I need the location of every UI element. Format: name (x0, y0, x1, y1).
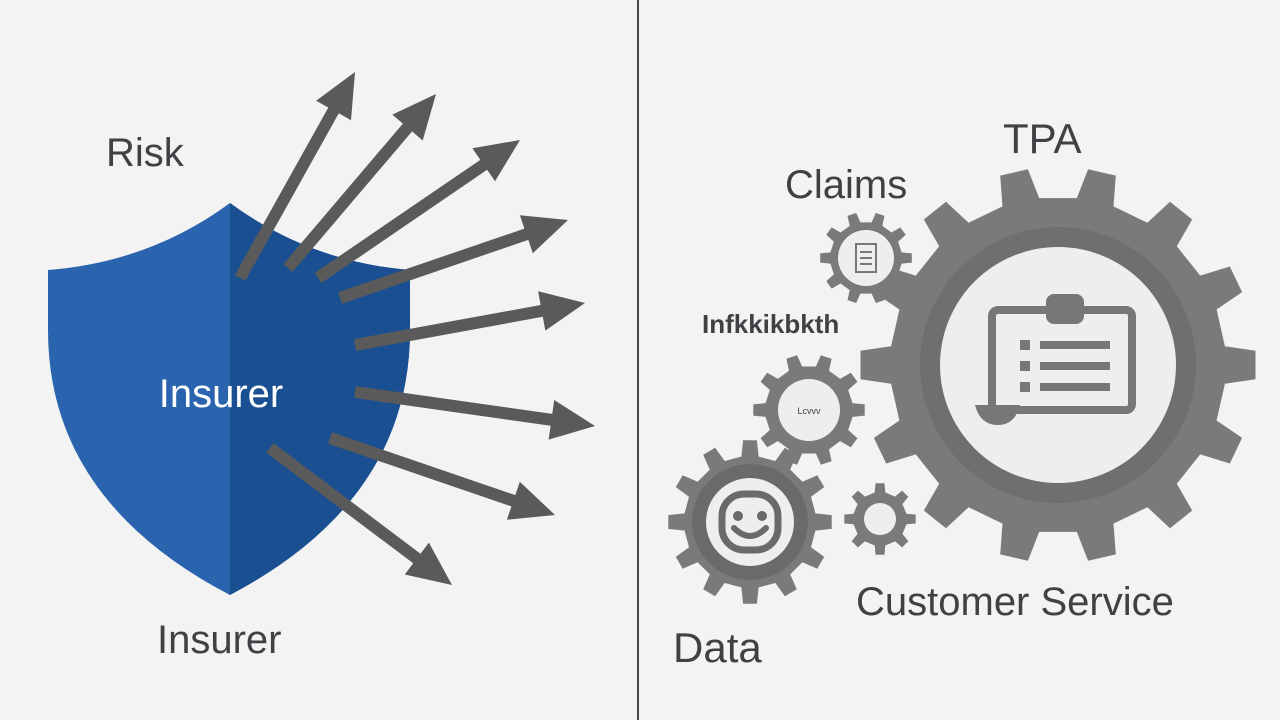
arrow-icon-4 (338, 215, 568, 304)
claims-gear (820, 213, 912, 303)
bottom-insurer-label: Insurer (157, 618, 282, 662)
shield-icon (48, 203, 410, 595)
tpa-label: TPA (1003, 115, 1082, 162)
arrow-icon-1 (234, 72, 355, 281)
main-gear (860, 169, 1256, 561)
arrow-icon-5 (353, 291, 585, 351)
document-icon (855, 243, 877, 273)
arrow-group (234, 72, 595, 585)
arrow-icon-8 (266, 443, 452, 585)
arrow-icon-2 (283, 94, 436, 272)
middle-gear: Lcvvv (753, 355, 865, 465)
tiny-gear (844, 483, 916, 555)
right-panel: TPA Claims Infkkikbkth (668, 115, 1256, 671)
arrow-icon-3 (314, 140, 520, 283)
risk-label: Risk (106, 131, 185, 175)
data-gear (668, 440, 832, 604)
claims-label: Claims (785, 163, 907, 207)
small-gear-text: Lcvvv (797, 406, 821, 416)
arrow-icon-6 (354, 386, 595, 440)
arrow-icon-7 (328, 432, 555, 520)
shield-label: Insurer (159, 372, 284, 416)
smiley-face-icon (718, 490, 782, 554)
customer-service-label: Customer Service (856, 580, 1174, 624)
left-panel: Risk Insurer Insurer (48, 72, 595, 662)
info-label: Infkkikbkth (702, 309, 839, 339)
clipboard-checklist-icon (975, 294, 1136, 425)
data-label: Data (673, 624, 762, 671)
